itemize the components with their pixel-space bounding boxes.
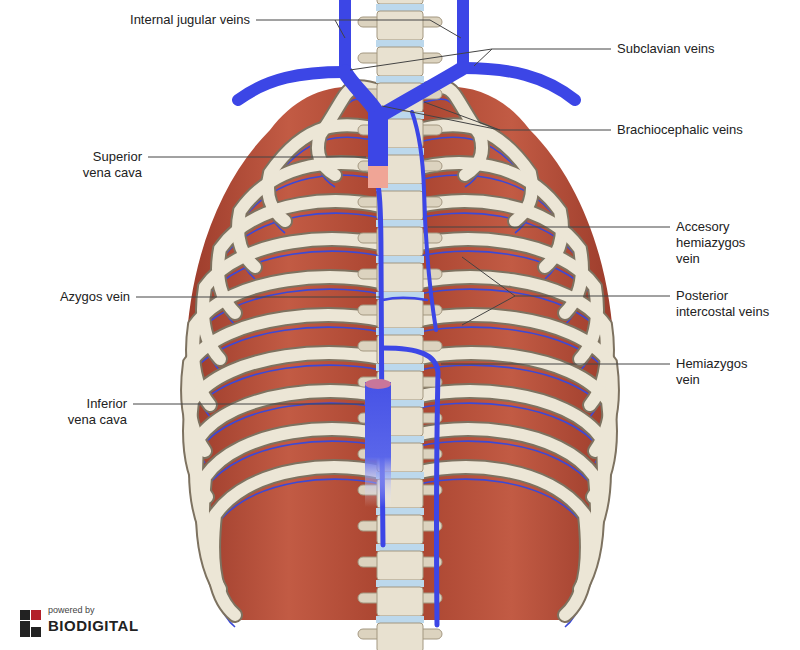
leader-line [256,20,461,38]
internal-jugular-vein [339,0,351,72]
brachiocephalic-vein [380,68,463,116]
anatomy-label: Hemiazygos vein [676,356,756,388]
logo-icon [20,610,41,637]
hemiazygos-vein [383,348,438,625]
inferior-vena-cava [365,382,391,507]
watermark: powered by [48,605,95,616]
ivc-cut-end [365,379,391,389]
anatomy-label: Accesory hemiazygos vein [676,219,756,267]
leader-line [428,227,670,228]
subclavian-vein [238,72,345,100]
anatomy-label: Subclavian veins [617,41,715,57]
subclavian-vein [463,68,575,100]
leader-line [462,257,670,325]
connecting-vein [383,298,427,300]
leader-line [441,364,670,365]
logo-block [31,627,41,637]
svc-cut-end [368,166,388,188]
anatomy-label: Inferior vena cava [57,396,127,428]
logo-block [20,621,30,637]
leader-line [148,157,366,158]
leader-line [133,404,364,405]
anatomy-label: Posterior intercostal veins [676,288,786,320]
internal-jugular-vein [457,0,469,68]
leader-line [350,49,611,70]
leader-line [136,297,380,298]
anatomy-label: Azygos vein [60,289,130,305]
logo-block [20,610,30,620]
anatomy-label: Brachiocephalic veins [617,122,743,138]
leader-lines [133,20,670,404]
veins [238,0,575,625]
brachiocephalic-vein [345,72,378,114]
anatomy-label: Superior vena cava [72,149,142,181]
leader-line [382,102,611,130]
watermark: BIODIGITAL [48,617,139,635]
anatomy-label: Internal jugular veins [130,12,250,28]
logo-block [31,610,41,620]
